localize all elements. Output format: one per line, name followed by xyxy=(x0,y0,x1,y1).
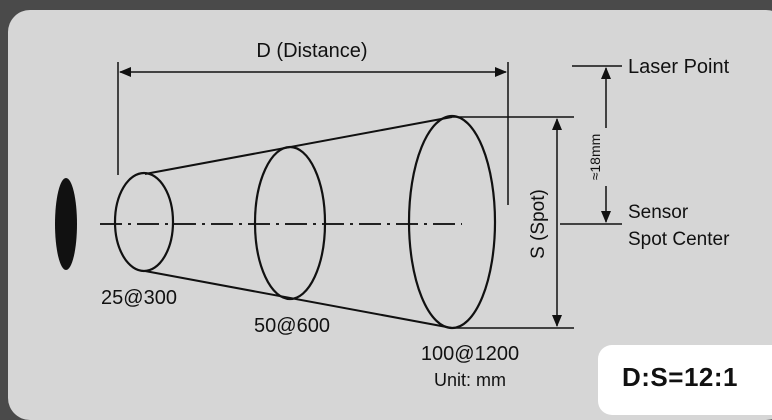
spot-diagram-svg: D (Distance) S (Spot) ≈18mm Laser Point … xyxy=(55,40,730,390)
unit-label: Unit: mm xyxy=(434,370,506,390)
distance-label: D (Distance) xyxy=(256,40,367,62)
spot-ellipse-small xyxy=(113,171,175,273)
spot-axis-label: S (Spot) xyxy=(528,189,549,259)
sensor-label: Sensor xyxy=(628,202,689,223)
ratio-label: D:S=12:1 xyxy=(622,362,738,392)
laser-point-label: Laser Point xyxy=(628,56,730,78)
cone-top-line xyxy=(144,116,453,175)
sensor-lens xyxy=(55,178,77,270)
spot-label-small: 25@300 xyxy=(101,287,177,309)
spot-ellipse-large xyxy=(407,114,497,330)
spot-label-large: 100@1200 xyxy=(421,343,519,365)
spot-ellipse-medium xyxy=(253,145,327,301)
offset-label: ≈18mm xyxy=(587,134,603,181)
cone-bottom-line xyxy=(144,270,453,329)
spot-label-medium: 50@600 xyxy=(254,315,330,337)
spot-center-label: Spot Center xyxy=(628,229,730,250)
